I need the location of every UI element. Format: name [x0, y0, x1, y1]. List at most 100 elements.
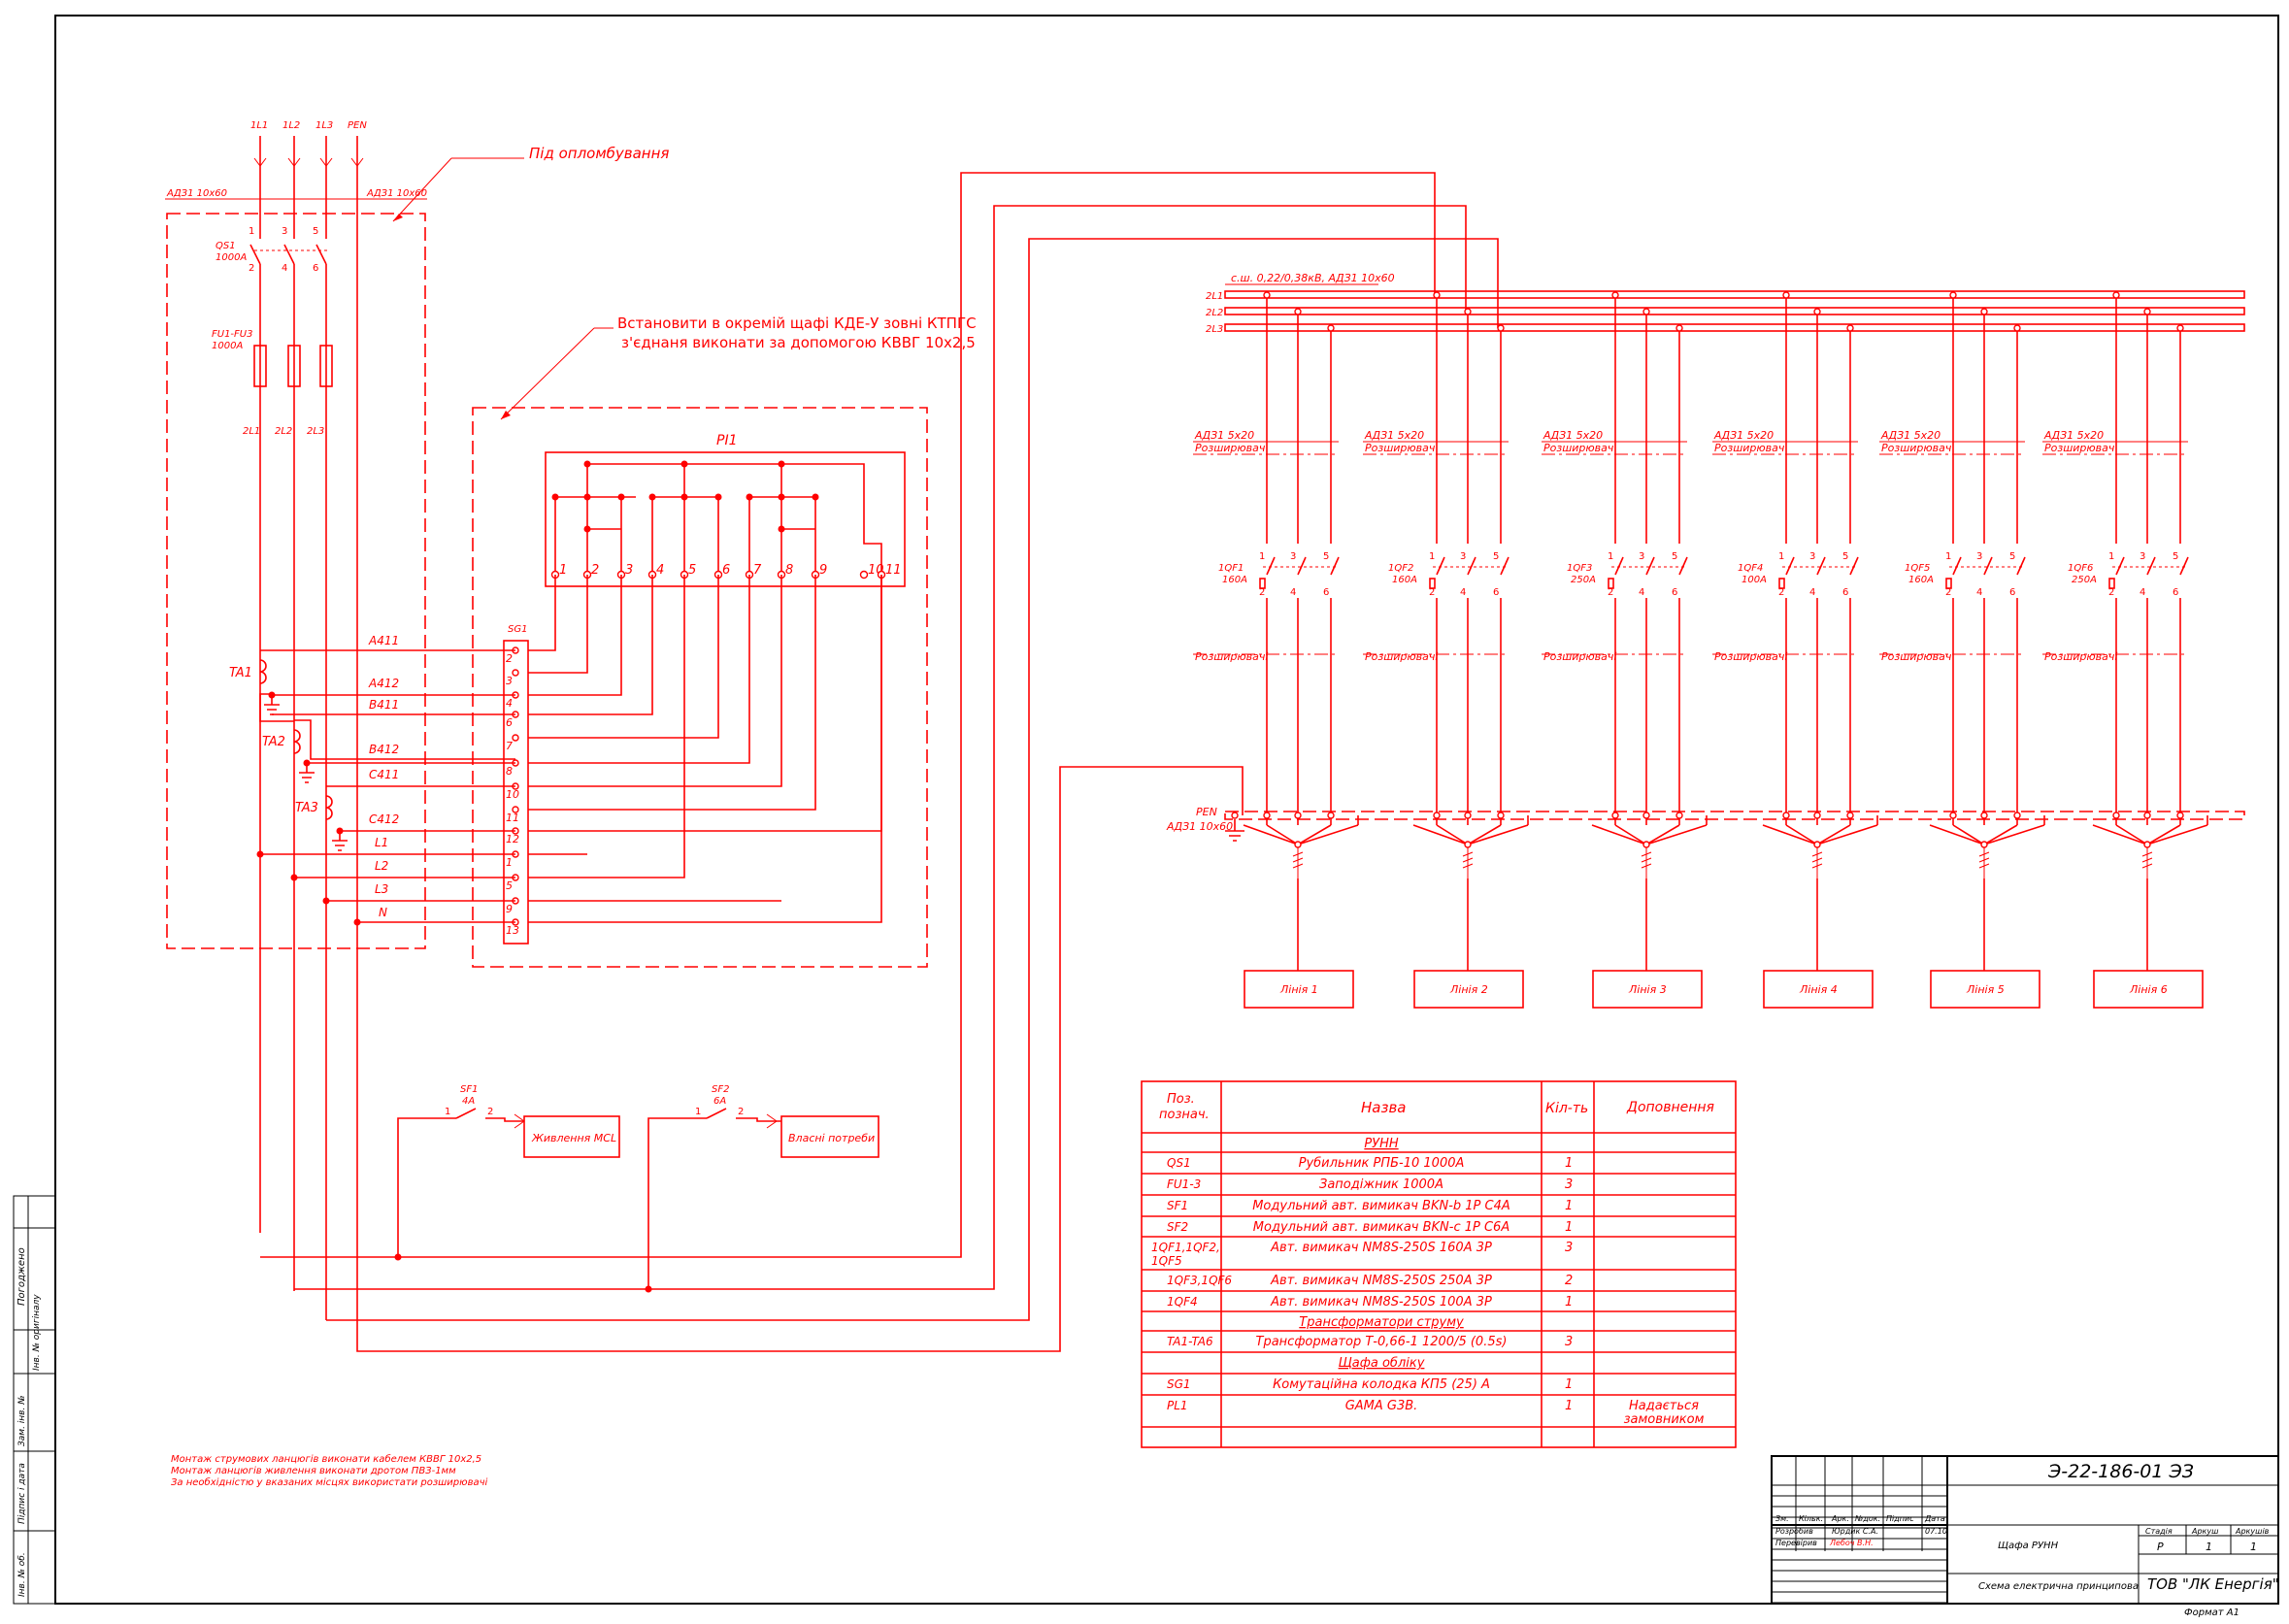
- bom-header-qty: Кіл-ть: [1545, 1101, 1588, 1116]
- meter-terminal-label: 4: [656, 563, 664, 578]
- feeder-pin-top: 5: [2173, 551, 2178, 562]
- feeder-pin-top: 3: [1639, 551, 1644, 562]
- pen-cable: АДЗ1 10х60: [1166, 820, 1233, 833]
- feeder-ext-bottom: Розширювач: [1881, 650, 1952, 663]
- metering-cabinet: Встановити в окремій щафі КДЕ-У зовні КТ…: [472, 315, 977, 968]
- feeder-pin-bottom: 4: [1639, 587, 1644, 598]
- feeder-cable: АДЗ1 5х20: [1364, 429, 1424, 442]
- load-box-mcl: [523, 1115, 620, 1158]
- bus-tap-dot: [1642, 308, 1650, 315]
- sg1-terminal-label: 5: [506, 879, 513, 892]
- load-box-own: [780, 1115, 879, 1158]
- feeder-cable: АДЗ1 5х20: [2043, 429, 2104, 442]
- feeder-ext-bottom: Розширювачі: [1365, 650, 1438, 663]
- wire-n: N: [379, 906, 387, 919]
- feeder-ext-top: Розширювач: [1714, 442, 1785, 454]
- sg1-terminal-label: 4: [506, 697, 513, 710]
- bom-row-pos: TA1-TA6: [1167, 1335, 1213, 1348]
- bus-tap-dot: [1464, 308, 1472, 315]
- feeder-pin-top: 3: [1809, 551, 1815, 562]
- feeder-ext-top: Розширювач: [2044, 442, 2115, 454]
- pen-tap-dot: [1782, 812, 1790, 819]
- sg1-terminal-dot: [512, 734, 519, 742]
- sg1-terminal-label: 8: [506, 765, 513, 778]
- fuses-rating: 1000A: [212, 341, 243, 351]
- sg1-terminal-label: 13: [506, 924, 519, 937]
- sg1-terminal-label: 12: [506, 833, 519, 845]
- aux-circuits: SF1 4A 1 2 Живлення MCL SF2 6A 1 2 Власн…: [397, 1084, 879, 1289]
- side-stamp-4: Інв. № об.: [17, 1552, 27, 1597]
- side-stamp-1: Інв. № оригіналу: [32, 1294, 42, 1371]
- pen-tap-dot: [2143, 812, 2151, 819]
- bus-tap-dot: [1611, 291, 1619, 299]
- bom-row-name: Щафа обліку: [1339, 1356, 1425, 1371]
- bom-row-pos: 1QF1,1QF2,1QF5: [1151, 1241, 1220, 1268]
- kde-cabinet-box: [472, 407, 928, 968]
- feeder-breaker-name: 1QF1: [1218, 563, 1244, 574]
- bom-row-qty: 2: [1565, 1274, 1573, 1288]
- tb-col-sheet: Арк.: [1831, 1514, 1849, 1523]
- feeder-cable: АДЗ1 5х20: [1543, 429, 1603, 442]
- wire-b412: B412: [369, 743, 399, 756]
- title-block: Зм. Кільк. Арк. №док. Підпис Дата 07.10 …: [1771, 1455, 2279, 1618]
- kde-note-line1: Встановити в окремій щафі КДЕ-У зовні КТ…: [617, 315, 977, 332]
- feeder-breaker-name: 1QF6: [2068, 563, 2093, 574]
- bom-header-pos-1: Поз.: [1167, 1092, 1195, 1107]
- tb-doc-code: Э-22-186-01 ЭЗ: [2047, 1461, 2194, 1482]
- feeder-breaker-rating: 160A: [1222, 575, 1247, 585]
- bom-row-qty: 1: [1565, 1377, 1573, 1392]
- sf1-pin-in: 1: [445, 1107, 450, 1117]
- bus-tap-dot: [1782, 291, 1790, 299]
- feeder-pin-bottom: 4: [1976, 587, 1982, 598]
- sf1-rating: 4A: [462, 1096, 475, 1107]
- input-cable-right: АДЗ1 10х60: [366, 188, 427, 199]
- side-stamp-2: Зам. інв. №: [17, 1395, 27, 1446]
- qs1-pin-3: 3: [282, 226, 287, 237]
- note-3: За необхідністю у вказаних місцях викори…: [171, 1476, 487, 1488]
- feeder-pin-bottom: 2: [1259, 587, 1265, 598]
- feeder-pin-top: 1: [1945, 551, 1951, 562]
- line-box: [1413, 970, 1524, 1009]
- sg1-terminal-label: 2: [506, 652, 513, 665]
- bom-table: Поз. познач. Назва Кіл-ть Доповнення РУН…: [1141, 1080, 1737, 1448]
- line-label: Лінія 5: [1966, 983, 2005, 996]
- cable-gland-dot: [1642, 841, 1650, 848]
- meter-pi1-name: PI1: [716, 433, 737, 448]
- feeder-pin-bottom: 2: [1429, 587, 1435, 598]
- sg1-terminal-label: 7: [506, 740, 513, 752]
- bom-row-qty: 1: [1565, 1220, 1573, 1235]
- feeder-pin-bottom: 6: [1672, 587, 1677, 598]
- bom-row-pos: SF1: [1167, 1199, 1188, 1212]
- pen-tap-dot: [1611, 812, 1619, 819]
- bom-row-qty: 3: [1565, 1335, 1573, 1349]
- pen-tap-dot: [1497, 812, 1505, 819]
- bom-row-name: Рубильник РПБ-10 1000А: [1299, 1156, 1465, 1171]
- bom-row-qty: 1: [1565, 1399, 1573, 1413]
- pen-tap-dot: [1642, 812, 1650, 819]
- feeder-pin-bottom: 6: [1323, 587, 1329, 598]
- sf1-pin-out: 2: [487, 1107, 493, 1117]
- feeder-pin-top: 3: [1976, 551, 1982, 562]
- feeder-pin-top: 5: [1842, 551, 1848, 562]
- feeder-ext-top: Розширювач: [1195, 442, 1266, 454]
- feeder-pin-bottom: 6: [2173, 587, 2178, 598]
- tb-sheets-label: Аркушів: [2235, 1527, 2270, 1536]
- tb-sheet: 1: [2206, 1541, 2212, 1553]
- feeder-ext-top: Розширювач: [1543, 442, 1614, 454]
- bom-row-qty: 1: [1565, 1295, 1573, 1309]
- bom-row-name: GAMA G3B.: [1345, 1399, 1418, 1413]
- current-transformers: TA1 TA2 TA3: [229, 659, 348, 851]
- tb-col-sign: Підпис: [1886, 1514, 1914, 1523]
- sg1-terminal-dot: [512, 806, 519, 813]
- pen-tap-dot: [2176, 812, 2184, 819]
- tb-subtitle: Схема електрична принципова: [1978, 1581, 2139, 1592]
- qs1-rating: 1000A: [216, 252, 247, 263]
- seal-note: Під опломбування: [529, 145, 669, 162]
- cable-gland-dot: [1980, 841, 1988, 848]
- tb-stage-label: Стадія: [2145, 1527, 2173, 1536]
- note-1: Монтаж струмових ланцюгів виконати кабел…: [171, 1453, 481, 1465]
